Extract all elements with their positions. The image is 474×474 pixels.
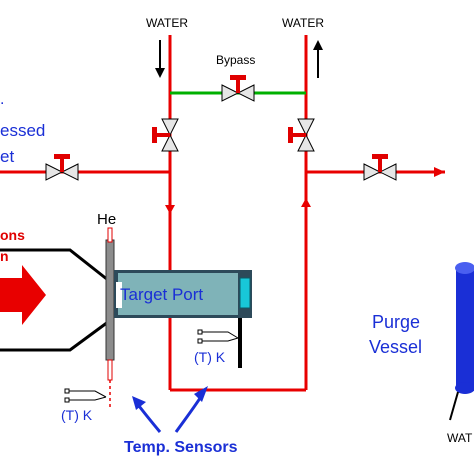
- flow-arrow-right-icon: [434, 167, 445, 177]
- thermocouple-icon: [64, 388, 107, 403]
- target-port-inner: [116, 282, 122, 308]
- compressed-label: essed: [0, 121, 45, 140]
- he-tube-lower: [107, 359, 113, 381]
- valve-icon[interactable]: [45, 154, 79, 181]
- water-out-arrow-icon: [313, 40, 323, 78]
- target-port-cap: [239, 277, 251, 309]
- sensor-label-1: (T) K: [194, 349, 226, 365]
- compressed-label-line2: et: [0, 147, 14, 166]
- water-label-bottom: WAT: [447, 431, 473, 445]
- window-flange: [105, 239, 115, 361]
- valve-icon[interactable]: [221, 75, 255, 102]
- purge-vessel-icon: [449, 262, 474, 421]
- valve-icon[interactable]: [363, 154, 397, 181]
- flow-arrow-down-icon: [165, 205, 175, 214]
- beam-arrow-icon: [0, 265, 46, 325]
- valve-icon[interactable]: [152, 118, 179, 152]
- bypass-label: Bypass: [216, 53, 255, 67]
- target-port-label: Target Port: [120, 285, 203, 304]
- sensor-pointer-arrows: [134, 391, 206, 433]
- water-label-right: WATER: [282, 16, 324, 30]
- he-tube: [107, 227, 113, 243]
- water-in-arrow-icon: [155, 40, 165, 78]
- pointer-arrowhead-icon: [132, 396, 146, 410]
- ions-label: ons: [0, 227, 25, 243]
- temp-sensors-label: Temp. Sensors: [124, 439, 238, 456]
- sensor-label-2: (T) K: [61, 407, 93, 423]
- valve-icon[interactable]: [288, 118, 315, 152]
- target-port-panel: [118, 273, 238, 315]
- pointer-arrowhead-icon: [194, 386, 208, 402]
- purge-vessel-label-2: Vessel: [369, 337, 422, 357]
- purge-vessel-label-1: Purge: [372, 312, 420, 332]
- ions-label-line2: n: [0, 248, 9, 264]
- he-label: He: [97, 211, 116, 228]
- water-label-left: WATER: [146, 16, 188, 30]
- flow-arrow-up-icon: [301, 198, 311, 207]
- thermocouple-icon: [197, 329, 239, 344]
- sensor-post: [238, 318, 242, 368]
- beam-funnel: [0, 248, 109, 352]
- compressed-label-top: .: [0, 91, 4, 108]
